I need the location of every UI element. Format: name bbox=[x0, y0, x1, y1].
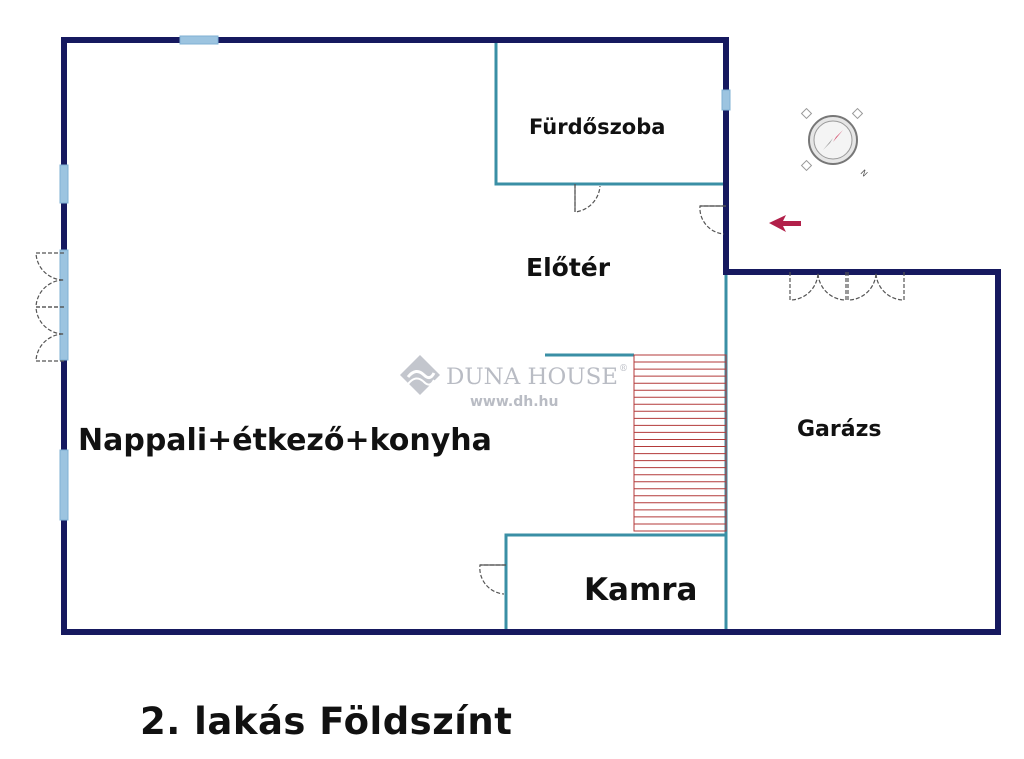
entrance-arrow-icon bbox=[769, 215, 801, 232]
bathroom-wall bbox=[494, 40, 726, 186]
watermark-url: www.dh.hu bbox=[470, 394, 558, 410]
window-left-lower bbox=[59, 449, 69, 521]
door-entrance bbox=[699, 205, 726, 235]
pantry-wall bbox=[504, 533, 726, 632]
room-label-living: Nappali+étkező+konyha bbox=[78, 423, 492, 458]
staircase bbox=[633, 354, 727, 532]
outer-walls bbox=[61, 37, 1001, 635]
floor-caption: 2. lakás Földszínt bbox=[140, 700, 513, 743]
garage-door-3 bbox=[847, 271, 877, 301]
room-label-garage: Garázs bbox=[797, 417, 882, 442]
watermark: DUNA HOUSE ® www.dh.hu bbox=[400, 355, 628, 410]
window-top bbox=[179, 35, 219, 45]
watermark-brand: DUNA HOUSE bbox=[446, 365, 618, 390]
window-left-middle bbox=[59, 249, 69, 361]
room-label-pantry: Kamra bbox=[584, 572, 697, 608]
compass-icon: N bbox=[800, 107, 870, 179]
watermark-registered: ® bbox=[619, 364, 628, 374]
doors bbox=[35, 184, 905, 595]
duna-house-logo-icon bbox=[400, 355, 440, 395]
door-pantry bbox=[479, 564, 506, 595]
garage-door-1 bbox=[789, 271, 819, 301]
room-label-bathroom: Fürdőszoba bbox=[529, 115, 665, 139]
room-label-hall: Előtér bbox=[526, 253, 611, 282]
door-bathroom bbox=[574, 184, 601, 213]
compass-north-label: N bbox=[859, 168, 870, 179]
windows bbox=[59, 35, 731, 521]
garage-door-2 bbox=[817, 271, 847, 301]
inner-walls bbox=[494, 40, 728, 632]
window-left-upper bbox=[59, 164, 69, 204]
window-bathroom bbox=[721, 89, 731, 111]
garage-door-4 bbox=[875, 271, 905, 301]
staircase-outline bbox=[633, 354, 727, 532]
